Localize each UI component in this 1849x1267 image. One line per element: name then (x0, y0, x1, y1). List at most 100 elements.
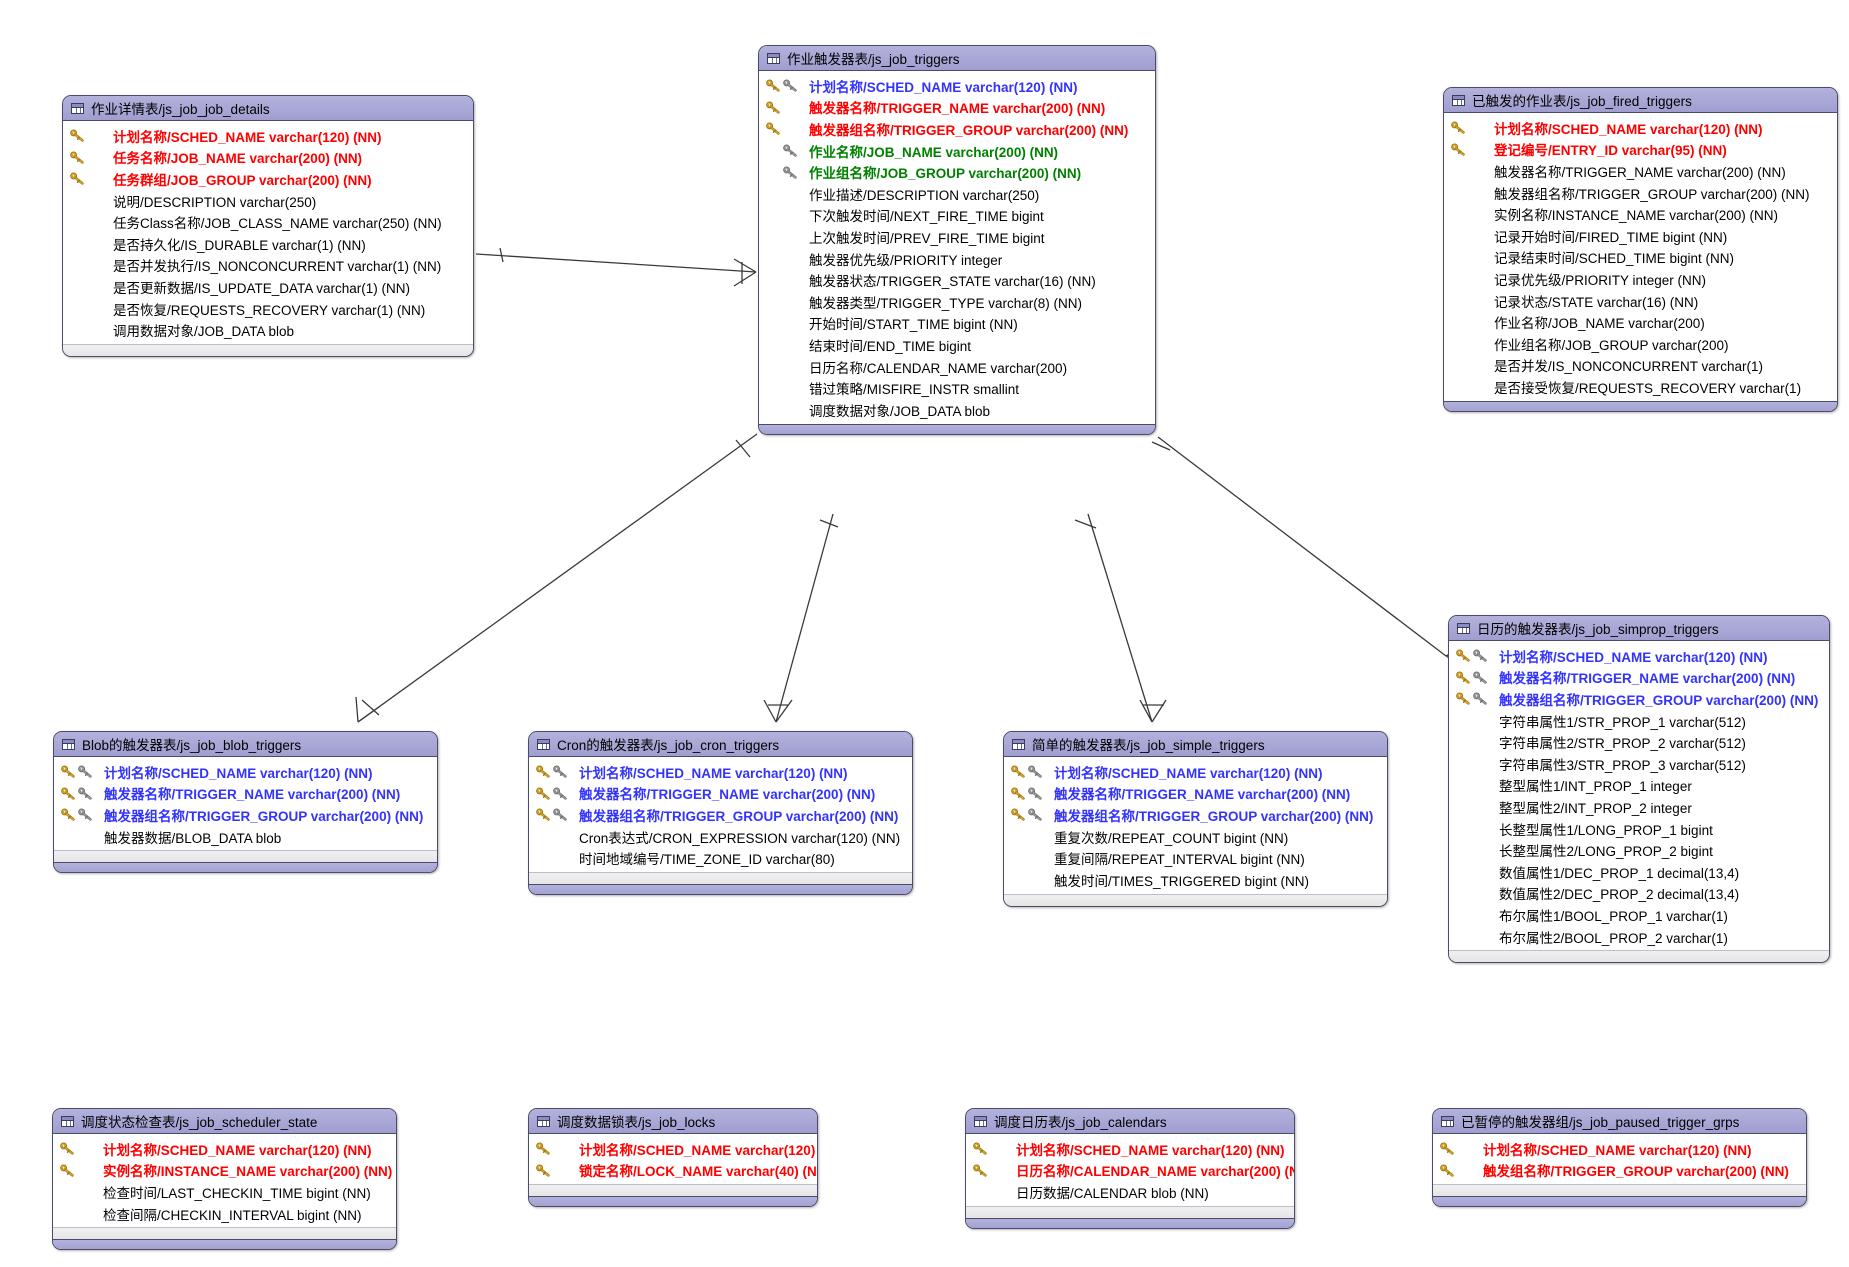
entity-header[interactable]: Blob的触发器表/js_job_blob_triggers (54, 732, 437, 757)
attribute-row[interactable]: 触发器状态/TRIGGER_STATE varchar(16) (NN) (759, 269, 1155, 291)
attribute-row[interactable]: 任务名称/JOB_NAME varchar(200) (NN) (63, 147, 473, 169)
attribute-row[interactable]: 整型属性2/INT_PROP_2 integer (1449, 796, 1829, 818)
attribute-row[interactable]: 触发器名称/TRIGGER_NAME varchar(200) (NN) (1004, 783, 1387, 805)
entity-simprop_triggers[interactable]: 日历的触发器表/js_job_simprop_triggers 计划名称/SCHE… (1448, 615, 1830, 964)
attribute-row[interactable]: 是否并发/IS_NONCONCURRENT varchar(1) (1444, 355, 1837, 377)
attribute-row[interactable]: 说明/DESCRIPTION varchar(250) (63, 190, 473, 212)
entity-calendars[interactable]: 调度日历表/js_job_calendars 计划名称/SCHED_NAME va… (965, 1108, 1295, 1229)
attribute-row[interactable]: 字符串属性2/STR_PROP_2 varchar(512) (1449, 731, 1829, 753)
attribute-row[interactable]: 触发器组名称/TRIGGER_GROUP varchar(200) (NN) (1004, 804, 1387, 826)
attribute-row[interactable]: 长整型属性1/LONG_PROP_1 bigint (1449, 818, 1829, 840)
attribute-row[interactable]: Cron表达式/CRON_EXPRESSION varchar(120) (NN… (529, 826, 912, 848)
entity-header[interactable]: 作业详情表/js_job_job_details (63, 96, 473, 121)
attribute-row[interactable]: 作业组名称/JOB_GROUP varchar(200) (1444, 333, 1837, 355)
attribute-row[interactable]: 触发器组名称/TRIGGER_GROUP varchar(200) (NN) (529, 804, 912, 826)
attribute-row[interactable]: 触发器组名称/TRIGGER_GROUP varchar(200) (NN) (1449, 688, 1829, 710)
attribute-row[interactable]: 触发器名称/TRIGGER_NAME varchar(200) (NN) (759, 97, 1155, 119)
attribute-row[interactable]: 触发器组名称/TRIGGER_GROUP varchar(200) (NN) (54, 804, 437, 826)
attribute-row[interactable]: 数值属性1/DEC_PROP_1 decimal(13,4) (1449, 861, 1829, 883)
attribute-row[interactable]: 计划名称/SCHED_NAME varchar(120) (NN) (759, 75, 1155, 97)
attribute-row[interactable]: 计划名称/SCHED_NAME varchar(120) (NN) (63, 125, 473, 147)
attribute-row[interactable]: 布尔属性1/BOOL_PROP_1 varchar(1) (1449, 904, 1829, 926)
entity-blob_triggers[interactable]: Blob的触发器表/js_job_blob_triggers 计划名称/SCHED… (53, 731, 438, 874)
attribute-row[interactable]: 计划名称/SCHED_NAME varchar(120) (NN) (1433, 1138, 1806, 1160)
attribute-row[interactable]: 是否恢复/REQUESTS_RECOVERY varchar(1) (NN) (63, 298, 473, 320)
attribute-row[interactable]: 是否更新数据/IS_UPDATE_DATA varchar(1) (NN) (63, 276, 473, 298)
attribute-row[interactable]: 错过策略/MISFIRE_INSTR smallint (759, 377, 1155, 399)
attribute-row[interactable]: 时间地域编号/TIME_ZONE_ID varchar(80) (529, 847, 912, 869)
attribute-row[interactable]: 锁定名称/LOCK_NAME varchar(40) (NN) (529, 1160, 817, 1182)
attribute-row[interactable]: 实例名称/INSTANCE_NAME varchar(200) (NN) (1444, 203, 1837, 225)
entity-fired_triggers[interactable]: 已触发的作业表/js_job_fired_triggers 计划名称/SCHED_… (1443, 87, 1838, 412)
entity-header[interactable]: 调度数据锁表/js_job_locks (529, 1109, 817, 1134)
attribute-row[interactable]: 数值属性2/DEC_PROP_2 decimal(13,4) (1449, 883, 1829, 905)
attribute-row[interactable]: 作业名称/JOB_NAME varchar(200) (NN) (759, 140, 1155, 162)
attribute-row[interactable]: 调度数据对象/JOB_DATA blob (759, 399, 1155, 421)
attribute-row[interactable]: 计划名称/SCHED_NAME varchar(120) (NN) (1449, 645, 1829, 667)
entity-header[interactable]: 日历的触发器表/js_job_simprop_triggers (1449, 616, 1829, 641)
attribute-row[interactable]: 日历名称/CALENDAR_NAME varchar(200) (NN) (966, 1160, 1294, 1182)
attribute-row[interactable]: 结束时间/END_TIME bigint (759, 334, 1155, 356)
attribute-row[interactable]: 重复间隔/REPEAT_INTERVAL bigint (NN) (1004, 847, 1387, 869)
attribute-row[interactable]: 计划名称/SCHED_NAME varchar(120) (NN) (1444, 117, 1837, 139)
attribute-row[interactable]: 检查间隔/CHECKIN_INTERVAL bigint (NN) (53, 1203, 396, 1225)
attribute-row[interactable]: 上次触发时间/PREV_FIRE_TIME bigint (759, 226, 1155, 248)
attribute-row[interactable]: 触发器名称/TRIGGER_NAME varchar(200) (NN) (529, 783, 912, 805)
entity-header[interactable]: 调度日历表/js_job_calendars (966, 1109, 1294, 1134)
attribute-row[interactable]: 计划名称/SCHED_NAME varchar(120) (NN) (1004, 761, 1387, 783)
entity-cron_triggers[interactable]: Cron的触发器表/js_job_cron_triggers 计划名称/SCHED… (528, 731, 913, 895)
attribute-row[interactable]: 触发器优先级/PRIORITY integer (759, 248, 1155, 270)
attribute-row[interactable]: 是否持久化/IS_DURABLE varchar(1) (NN) (63, 233, 473, 255)
entity-header[interactable]: 简单的触发器表/js_job_simple_triggers (1004, 732, 1387, 757)
entity-paused_trigger_grps[interactable]: 已暂停的触发器组/js_job_paused_trigger_grps 计划名称/… (1432, 1108, 1807, 1208)
attribute-row[interactable]: 日历名称/CALENDAR_NAME varchar(200) (759, 356, 1155, 378)
attribute-row[interactable]: 触发器类型/TRIGGER_TYPE varchar(8) (NN) (759, 291, 1155, 313)
attribute-row[interactable]: 触发器组名称/TRIGGER_GROUP varchar(200) (NN) (1444, 182, 1837, 204)
attribute-row[interactable]: 触发组名称/TRIGGER_GROUP varchar(200) (NN) (1433, 1160, 1806, 1182)
entity-locks[interactable]: 调度数据锁表/js_job_locks 计划名称/SCHED_NAME varch… (528, 1108, 818, 1208)
attribute-row[interactable]: 下次触发时间/NEXT_FIRE_TIME bigint (759, 205, 1155, 227)
entity-header[interactable]: 已触发的作业表/js_job_fired_triggers (1444, 88, 1837, 113)
attribute-row[interactable]: 记录优先级/PRIORITY integer (NN) (1444, 268, 1837, 290)
attribute-row[interactable]: 字符串属性1/STR_PROP_1 varchar(512) (1449, 710, 1829, 732)
attribute-row[interactable]: 任务Class名称/JOB_CLASS_NAME varchar(250) (N… (63, 211, 473, 233)
attribute-row[interactable]: 作业名称/JOB_NAME varchar(200) (1444, 311, 1837, 333)
attribute-row[interactable]: 触发器组名称/TRIGGER_GROUP varchar(200) (NN) (759, 118, 1155, 140)
entity-scheduler_state[interactable]: 调度状态检查表/js_job_scheduler_state 计划名称/SCHED… (52, 1108, 397, 1251)
attribute-row[interactable]: 开始时间/START_TIME bigint (NN) (759, 313, 1155, 335)
attribute-row[interactable]: 计划名称/SCHED_NAME varchar(120) (NN) (529, 1138, 817, 1160)
attribute-row[interactable]: 计划名称/SCHED_NAME varchar(120) (NN) (529, 761, 912, 783)
attribute-row[interactable]: 是否并发执行/IS_NONCONCURRENT varchar(1) (NN) (63, 255, 473, 277)
attribute-row[interactable]: 计划名称/SCHED_NAME varchar(120) (NN) (53, 1138, 396, 1160)
entity-header[interactable]: 调度状态检查表/js_job_scheduler_state (53, 1109, 396, 1134)
attribute-row[interactable]: 重复次数/REPEAT_COUNT bigint (NN) (1004, 826, 1387, 848)
attribute-row[interactable]: 触发器名称/TRIGGER_NAME varchar(200) (NN) (54, 783, 437, 805)
attribute-row[interactable]: 记录结束时间/SCHED_TIME bigint (NN) (1444, 247, 1837, 269)
attribute-row[interactable]: 任务群组/JOB_GROUP varchar(200) (NN) (63, 168, 473, 190)
attribute-row[interactable]: 字符串属性3/STR_PROP_3 varchar(512) (1449, 753, 1829, 775)
entity-header[interactable]: 作业触发器表/js_job_triggers (759, 46, 1155, 71)
attribute-row[interactable]: 实例名称/INSTANCE_NAME varchar(200) (NN) (53, 1160, 396, 1182)
attribute-row[interactable]: 触发器名称/TRIGGER_NAME varchar(200) (NN) (1444, 160, 1837, 182)
attribute-row[interactable]: 触发器名称/TRIGGER_NAME varchar(200) (NN) (1449, 667, 1829, 689)
attribute-row[interactable]: 计划名称/SCHED_NAME varchar(120) (NN) (966, 1138, 1294, 1160)
entity-simple_triggers[interactable]: 简单的触发器表/js_job_simple_triggers 计划名称/SCHED… (1003, 731, 1388, 907)
attribute-row[interactable]: 登记编号/ENTRY_ID varchar(95) (NN) (1444, 139, 1837, 161)
entity-header[interactable]: Cron的触发器表/js_job_cron_triggers (529, 732, 912, 757)
entity-job_details[interactable]: 作业详情表/js_job_job_details 计划名称/SCHED_NAME … (62, 95, 474, 357)
attribute-row[interactable]: 记录开始时间/FIRED_TIME bigint (NN) (1444, 225, 1837, 247)
attribute-row[interactable]: 触发时间/TIMES_TRIGGERED bigint (NN) (1004, 869, 1387, 891)
attribute-row[interactable]: 是否接受恢复/REQUESTS_RECOVERY varchar(1) (1444, 376, 1837, 398)
attribute-row[interactable]: 作业组名称/JOB_GROUP varchar(200) (NN) (759, 161, 1155, 183)
attribute-row[interactable]: 检查时间/LAST_CHECKIN_TIME bigint (NN) (53, 1181, 396, 1203)
entity-job_triggers[interactable]: 作业触发器表/js_job_triggers 计划名称/SCHED_NAME va… (758, 45, 1156, 435)
attribute-row[interactable]: 整型属性1/INT_PROP_1 integer (1449, 775, 1829, 797)
attribute-row[interactable]: 日历数据/CALENDAR blob (NN) (966, 1181, 1294, 1203)
entity-header[interactable]: 已暂停的触发器组/js_job_paused_trigger_grps (1433, 1109, 1806, 1134)
attribute-row[interactable]: 触发器数据/BLOB_DATA blob (54, 826, 437, 848)
attribute-row[interactable]: 计划名称/SCHED_NAME varchar(120) (NN) (54, 761, 437, 783)
attribute-row[interactable]: 调用数据对象/JOB_DATA blob (63, 319, 473, 341)
attribute-row[interactable]: 布尔属性2/BOOL_PROP_2 varchar(1) (1449, 926, 1829, 948)
attribute-row[interactable]: 长整型属性2/LONG_PROP_2 bigint (1449, 839, 1829, 861)
attribute-row[interactable]: 作业描述/DESCRIPTION varchar(250) (759, 183, 1155, 205)
